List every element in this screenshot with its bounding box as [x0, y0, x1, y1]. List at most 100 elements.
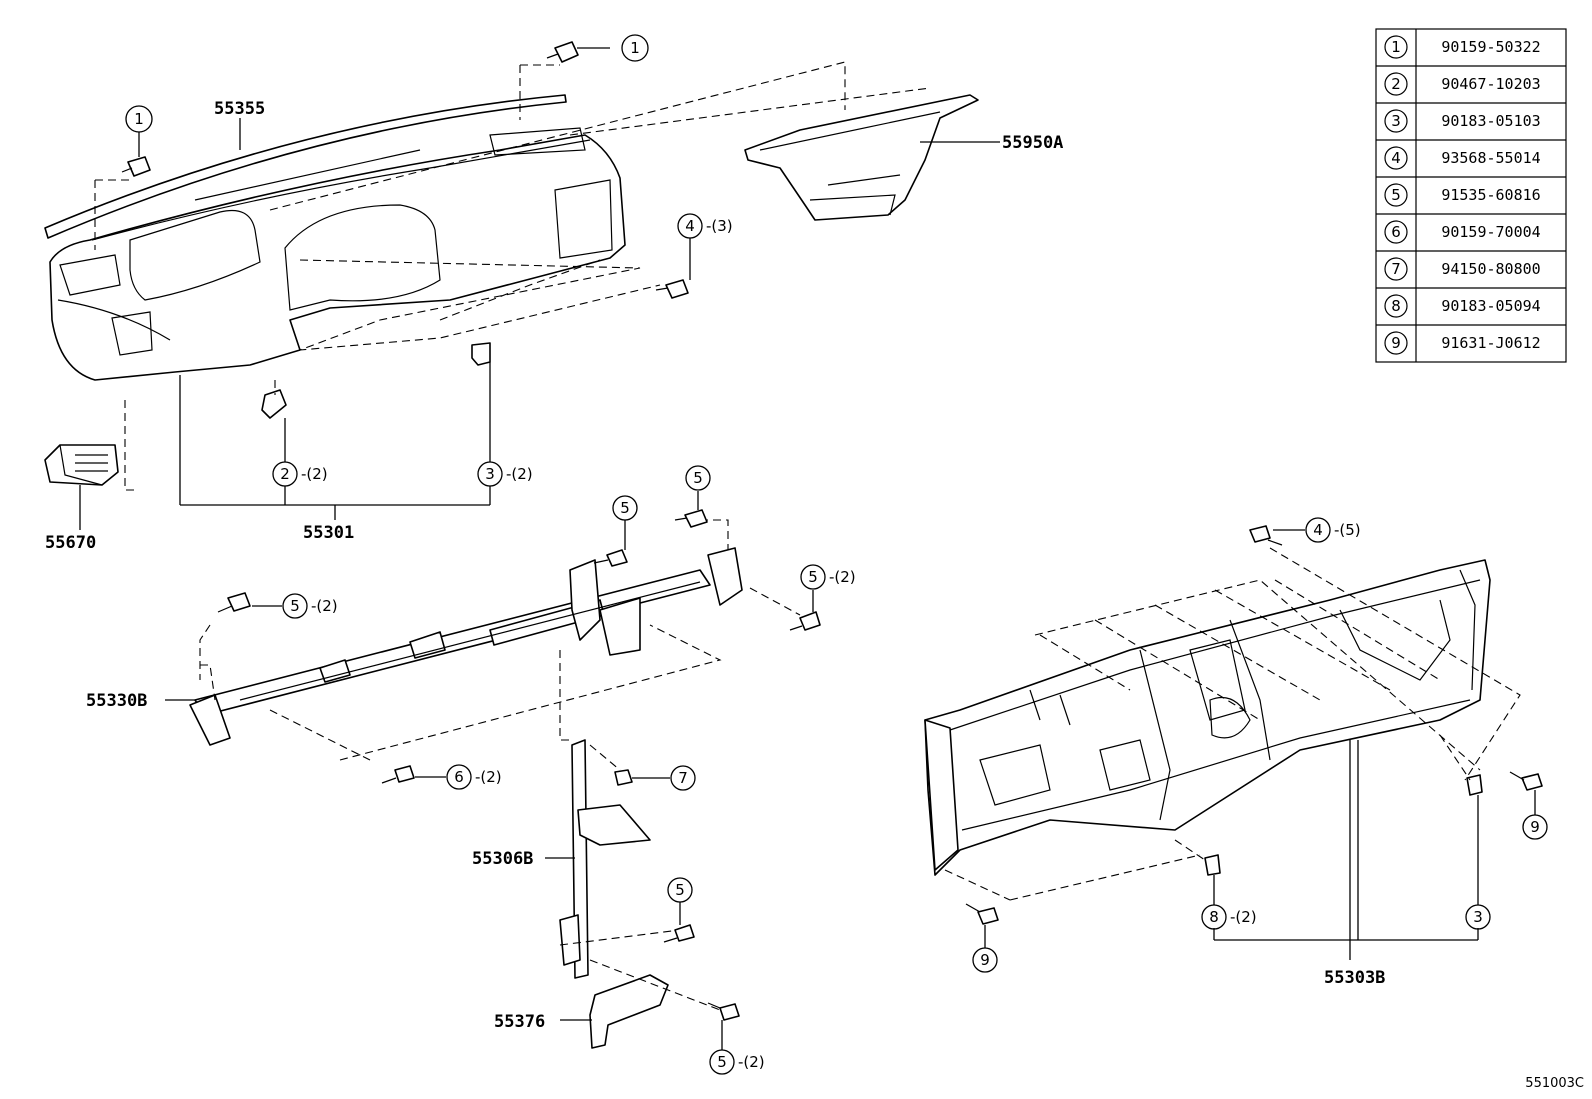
label-55303B: 55303B — [1324, 968, 1385, 988]
table-row: 5 91535-60816 — [1384, 183, 1541, 207]
callout-number: 1 — [630, 39, 640, 57]
table-row: 6 90159-70004 — [1384, 220, 1541, 244]
callout-number: 5 — [290, 597, 300, 615]
callout-number: 2 — [280, 465, 290, 483]
callout-number: 6 — [454, 768, 464, 786]
table-ref: 5 — [1391, 186, 1401, 204]
table-part-number: 91535-60816 — [1441, 186, 1540, 204]
label-55950A: 55950A — [1002, 133, 1063, 153]
callout-number: 5 — [675, 881, 685, 899]
callout: 1 — [621, 34, 649, 62]
panel-frame-drawing — [924, 559, 1491, 876]
table-ref: 6 — [1391, 223, 1401, 241]
label-55330B: 55330B — [86, 691, 147, 711]
label-55376: 55376 — [494, 1012, 545, 1032]
part-number-table: 1 90159-50322 2 90467-10203 3 90183-0510… — [1375, 28, 1567, 363]
table-part-number: 94150-80800 — [1441, 260, 1540, 278]
table-row: 4 93568-55014 — [1384, 146, 1541, 170]
callout-quantity: -(3) — [706, 217, 733, 235]
reinforcement-beam-drawing — [189, 547, 743, 746]
callout-number: 4 — [1313, 521, 1323, 539]
table-part-number: 90159-50322 — [1441, 38, 1540, 56]
callout: 5 — [612, 495, 638, 521]
instrument-panel-drawing — [44, 94, 626, 381]
callout-number: 8 — [1209, 908, 1219, 926]
callout-number: 5 — [693, 469, 703, 487]
side-vent-drawing — [44, 444, 119, 486]
callout: 3 — [1465, 904, 1491, 930]
callout-number: 3 — [1473, 908, 1483, 926]
assembly-lines-beam — [199, 519, 801, 1011]
callout-quantity: -(2) — [506, 465, 533, 483]
table-ref: 3 — [1391, 112, 1401, 130]
leader-lines-upper — [79, 47, 1000, 530]
label-55301: 55301 — [303, 523, 354, 543]
table-part-number: 90159-70004 — [1441, 223, 1540, 241]
callout-number: 5 — [620, 499, 630, 517]
part-labels: 55355 55950A 55670 55301 55330B 55306B 5… — [45, 99, 1385, 1032]
table-row: 8 90183-05094 — [1384, 294, 1541, 318]
assembly-lines-upper — [94, 61, 931, 491]
label-55355: 55355 — [214, 99, 265, 119]
table-part-number: 93568-55014 — [1441, 149, 1540, 167]
callout: 9 — [1522, 814, 1548, 840]
table-row: 2 90467-10203 — [1384, 72, 1541, 96]
callout-number: 9 — [980, 951, 990, 969]
bracket-drawing — [589, 974, 669, 1049]
callout: 5 -(2) — [800, 564, 856, 590]
callout: 5 — [685, 465, 711, 491]
callout-quantity: -(2) — [829, 568, 856, 586]
table-ref: 1 — [1391, 38, 1401, 56]
bolt-drawing — [217, 509, 821, 1021]
assembly-lines-frame — [944, 547, 1521, 901]
callout-quantity: -(2) — [1230, 908, 1257, 926]
callout: 4 -(3) — [677, 213, 733, 239]
callout: 5 -(2) — [282, 593, 338, 619]
callout: 2 -(2) — [272, 461, 328, 487]
callout: 9 — [972, 947, 998, 973]
callout-number: 4 — [685, 217, 695, 235]
brace-drawing — [559, 739, 651, 979]
callout-quantity: -(2) — [311, 597, 338, 615]
callout-quantity: -(2) — [738, 1053, 765, 1071]
callout-number: 7 — [678, 769, 688, 787]
callout-quantity: -(2) — [475, 768, 502, 786]
defroster-duct-drawing — [744, 94, 979, 221]
callout-number: 5 — [808, 568, 818, 586]
callout: 5 — [667, 877, 693, 903]
callout-quantity: -(2) — [301, 465, 328, 483]
callout-number: 1 — [134, 110, 144, 128]
clip-drawing — [1204, 774, 1483, 876]
table-part-number: 90183-05103 — [1441, 112, 1540, 130]
callout-quantity: -(5) — [1334, 521, 1361, 539]
leader-lines-frame — [984, 529, 1536, 960]
table-ref: 2 — [1391, 75, 1401, 93]
callout-number: 3 — [485, 465, 495, 483]
table-row: 9 91631-J0612 — [1384, 331, 1541, 355]
callout: 6 -(2) — [446, 764, 502, 790]
table-row: 7 94150-80800 — [1384, 257, 1541, 281]
label-55670: 55670 — [45, 533, 96, 553]
clip-drawing — [261, 342, 491, 419]
callout: 7 — [670, 765, 696, 791]
table-part-number: 90467-10203 — [1441, 75, 1540, 93]
label-55306B: 55306B — [472, 849, 533, 869]
table-part-number: 91631-J0612 — [1441, 334, 1540, 352]
bolt-drawing — [965, 525, 1543, 925]
leader-lines-beam — [165, 491, 814, 1050]
callout: 8 -(2) — [1201, 904, 1257, 930]
table-part-number: 90183-05094 — [1441, 297, 1540, 315]
table-row: 3 90183-05103 — [1384, 109, 1541, 133]
callout: 5 -(2) — [709, 1049, 765, 1075]
table-ref: 8 — [1391, 297, 1401, 315]
figure-code: 551003C — [1525, 1076, 1584, 1091]
table-row: 1 90159-50322 — [1384, 35, 1541, 59]
callout-number: 5 — [717, 1053, 727, 1071]
callout-number: 9 — [1530, 818, 1540, 836]
table-ref: 9 — [1391, 334, 1401, 352]
callout: 1 — [125, 105, 153, 133]
bolt-drawing — [121, 41, 689, 299]
table-ref: 4 — [1391, 149, 1401, 167]
callout: 4 -(5) — [1305, 517, 1361, 543]
